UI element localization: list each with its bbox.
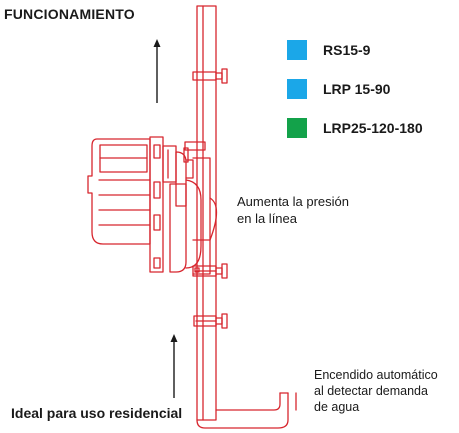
page-title: FUNCIONAMIENTO — [4, 6, 135, 22]
auto-start-note: Encendido automático al detectar demanda… — [314, 368, 438, 414]
upper-valve — [192, 263, 228, 279]
pressure-note: Aumenta la presión en la línea — [237, 194, 350, 226]
residential-label: Ideal para uso residencial — [11, 405, 183, 421]
legend: RS15-9 LRP 15-90 LRP25-120-180 — [287, 40, 423, 157]
arrow-up-icon — [153, 39, 161, 103]
arrow-up-icon — [170, 334, 178, 398]
legend-swatch-lrp-15-90 — [287, 79, 307, 99]
legend-label: RS15-9 — [323, 42, 371, 58]
legend-label: LRP 15-90 — [323, 81, 391, 97]
legend-swatch-lrp25-120-180 — [287, 118, 307, 138]
upper-fitting — [192, 68, 228, 84]
legend-item: LRP 15-90 — [287, 79, 423, 99]
legend-item: RS15-9 — [287, 40, 423, 60]
lower-valve — [193, 313, 228, 329]
vertical-pipe — [196, 5, 217, 421]
pump-body — [87, 136, 218, 275]
legend-label: LRP25-120-180 — [323, 120, 423, 136]
outlet-pipe — [196, 392, 297, 429]
legend-swatch-rs15-9 — [287, 40, 307, 60]
legend-item: LRP25-120-180 — [287, 118, 423, 138]
